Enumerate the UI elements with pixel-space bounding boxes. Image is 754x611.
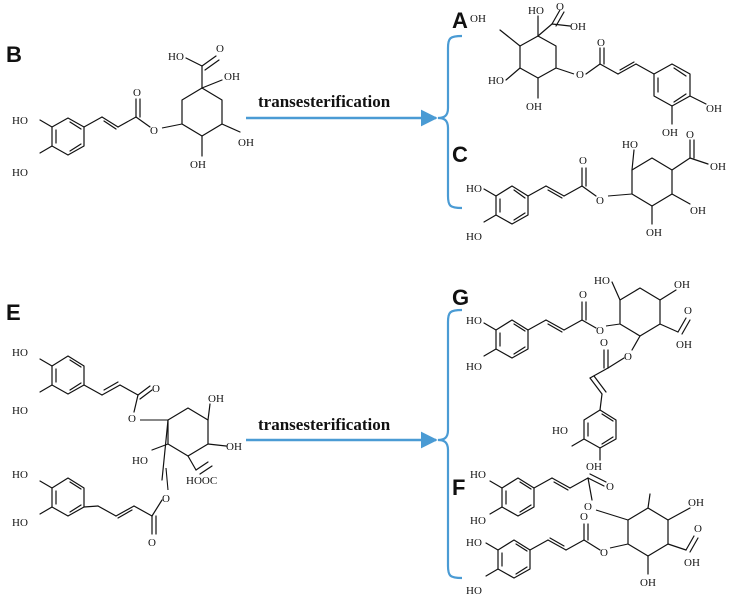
- svg-text:HO: HO: [132, 455, 148, 467]
- svg-text:O: O: [584, 501, 592, 513]
- product-brace-top: [437, 34, 463, 210]
- svg-text:HO: HO: [552, 425, 568, 437]
- panel-label-e: E: [6, 300, 21, 325]
- svg-text:O: O: [556, 1, 564, 13]
- svg-text:HO: HO: [168, 51, 184, 63]
- panel-label-c: C: [452, 142, 468, 167]
- svg-text:HO: HO: [528, 5, 544, 17]
- svg-text:OH: OH: [238, 137, 254, 149]
- svg-text:HO: HO: [466, 361, 482, 373]
- svg-text:HO: HO: [12, 347, 28, 359]
- svg-text:HO: HO: [466, 585, 482, 597]
- svg-text:OH: OH: [662, 127, 678, 139]
- svg-text:OH: OH: [190, 159, 206, 171]
- svg-text:OH: OH: [646, 227, 662, 239]
- molecule-c: HO HO O O HO OH O OH OH: [466, 129, 726, 243]
- svg-text:O: O: [694, 523, 702, 535]
- svg-text:HO: HO: [466, 315, 482, 327]
- svg-text:HO: HO: [488, 75, 504, 87]
- svg-text:HO: HO: [12, 405, 28, 417]
- svg-text:O: O: [152, 383, 160, 395]
- svg-text:HOOC: HOOC: [186, 475, 217, 487]
- svg-text:OH: OH: [570, 21, 586, 33]
- svg-text:HO: HO: [470, 469, 486, 481]
- svg-text:OH: OH: [208, 393, 224, 405]
- svg-text:HO: HO: [466, 537, 482, 549]
- svg-text:O: O: [684, 305, 692, 317]
- svg-text:HO: HO: [466, 231, 482, 243]
- svg-text:O: O: [216, 43, 224, 55]
- svg-text:O: O: [596, 325, 604, 337]
- svg-text:O: O: [128, 413, 136, 425]
- svg-text:OH: OH: [224, 71, 240, 83]
- svg-text:HO: HO: [466, 183, 482, 195]
- panel-label-a: A: [452, 8, 468, 33]
- svg-text:OH: OH: [688, 497, 704, 509]
- svg-text:HO: HO: [12, 517, 28, 529]
- svg-text:O: O: [150, 125, 158, 137]
- molecule-g: HO HO O O HO OH O OH O O: [466, 275, 692, 473]
- svg-text:OH: OH: [526, 101, 542, 113]
- reaction-label-bottom: transesterification: [258, 415, 391, 434]
- svg-text:O: O: [580, 511, 588, 523]
- svg-text:OH: OH: [674, 279, 690, 291]
- svg-text:OH: OH: [676, 339, 692, 351]
- svg-text:O: O: [596, 195, 604, 207]
- svg-text:O: O: [579, 289, 587, 301]
- molecule-a: HO O OH OH HO OH O O OH OH: [470, 1, 722, 139]
- svg-text:O: O: [624, 351, 632, 363]
- svg-text:O: O: [600, 337, 608, 349]
- svg-text:O: O: [579, 155, 587, 167]
- molecule-f: HO HO O O OH O OH OH O O: [466, 469, 704, 597]
- svg-text:O: O: [606, 481, 614, 493]
- svg-text:OH: OH: [710, 161, 726, 173]
- product-brace-bottom: [437, 308, 463, 580]
- svg-text:OH: OH: [226, 441, 242, 453]
- reaction-label-top: transesterification: [258, 92, 391, 111]
- panel-label-g: G: [452, 285, 469, 310]
- svg-text:O: O: [597, 37, 605, 49]
- svg-text:OH: OH: [706, 103, 722, 115]
- panel-label-b: B: [6, 42, 22, 67]
- panel-label-f: F: [452, 475, 465, 500]
- svg-text:OH: OH: [640, 577, 656, 589]
- svg-text:O: O: [162, 493, 170, 505]
- svg-text:O: O: [686, 129, 694, 141]
- svg-text:HO: HO: [622, 139, 638, 151]
- svg-text:HO: HO: [12, 167, 28, 179]
- molecule-b: HO HO O O HO O OH OH OH: [12, 43, 254, 179]
- svg-text:OH: OH: [684, 557, 700, 569]
- svg-text:HO: HO: [12, 115, 28, 127]
- svg-text:HO: HO: [594, 275, 610, 287]
- svg-text:OH: OH: [586, 461, 602, 473]
- svg-text:HO: HO: [12, 469, 28, 481]
- svg-text:O: O: [600, 547, 608, 559]
- svg-text:OH: OH: [470, 13, 486, 25]
- svg-text:O: O: [148, 537, 156, 549]
- svg-text:O: O: [133, 87, 141, 99]
- svg-text:OH: OH: [690, 205, 706, 217]
- svg-text:O: O: [576, 69, 584, 81]
- svg-text:HO: HO: [470, 515, 486, 527]
- molecule-e: HO HO O O OH OH HOOC HO O O: [12, 347, 242, 549]
